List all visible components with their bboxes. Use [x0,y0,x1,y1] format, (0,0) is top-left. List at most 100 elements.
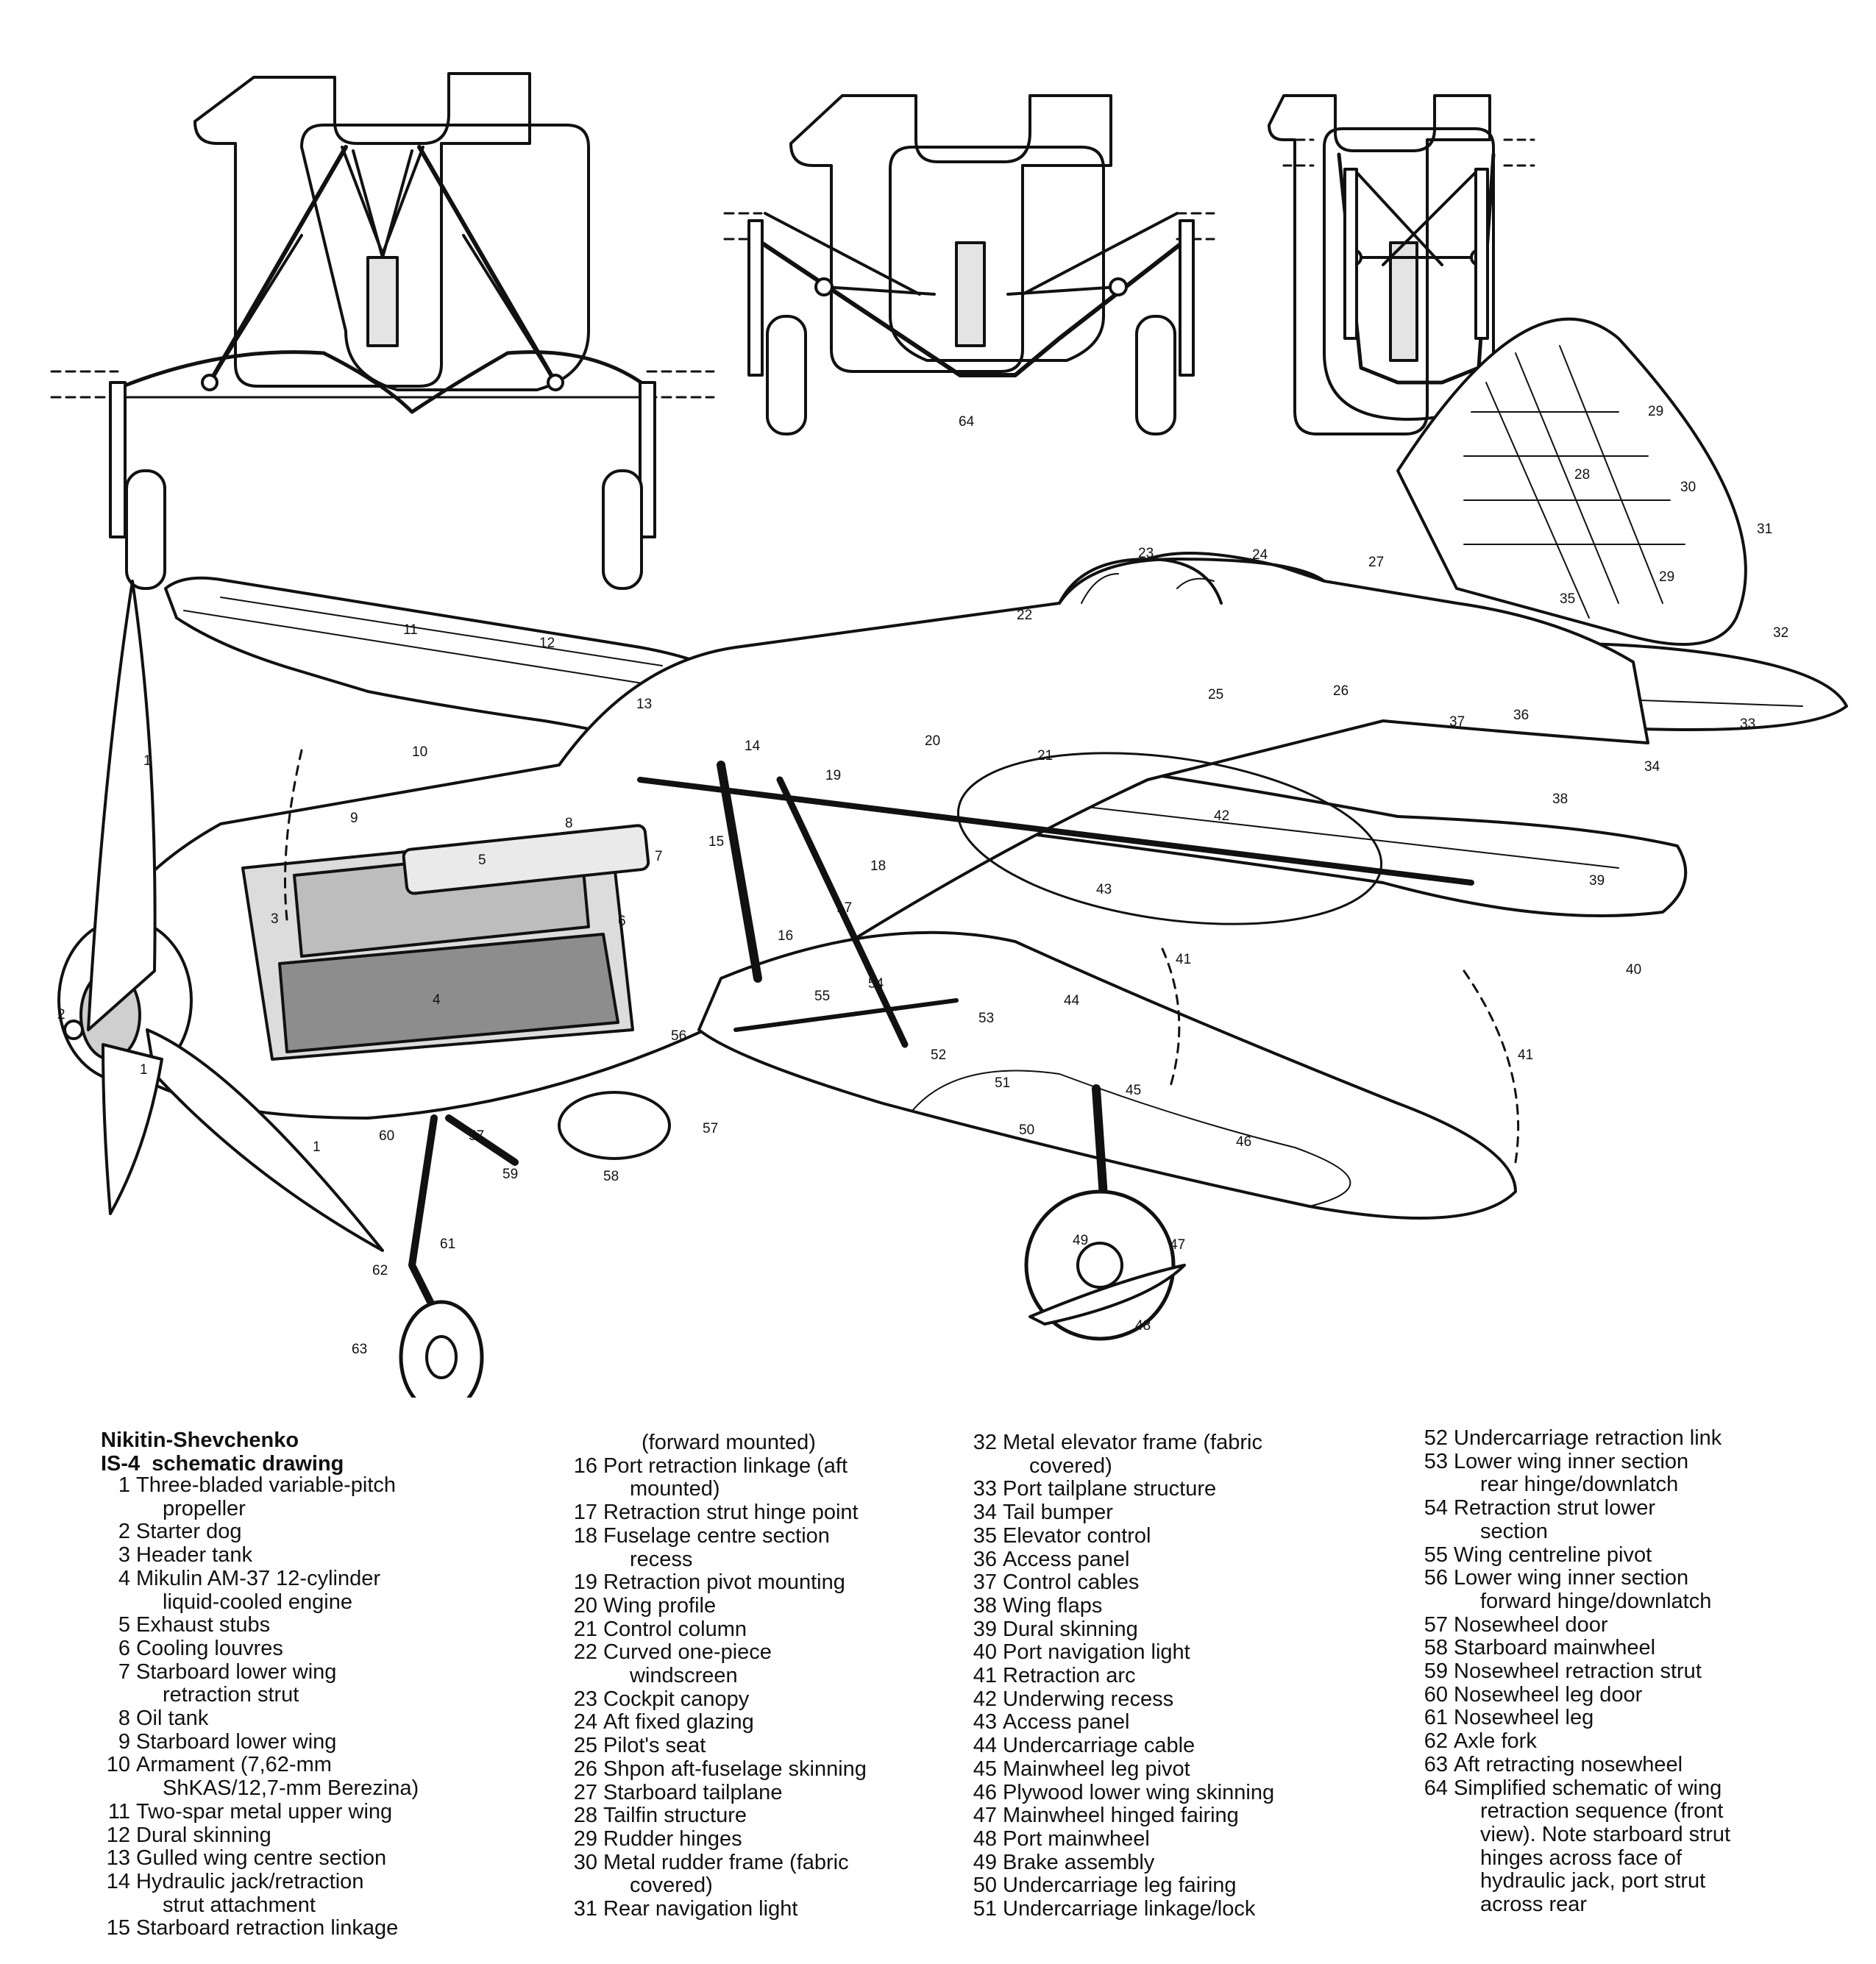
legend-item-text: Metal rudder frame (fabric [603,1850,849,1874]
legend-item-text: Oil tank [136,1707,209,1731]
legend-item-text: Wing centreline pivot [1454,1543,1652,1567]
legend-item-text: Header tank [136,1543,252,1568]
legend-item-number: 39 [973,1617,997,1641]
legend-item-number: 1 [118,1473,130,1497]
legend-item-text: Lower wing inner section [1454,1449,1689,1473]
callout-26: 26 [1333,683,1349,699]
callout-58: 58 [603,1169,619,1184]
legend-item-text: Aft fixed glazing [603,1710,754,1734]
callout-52: 52 [931,1047,946,1063]
legend-item-text: Tailfin structure [603,1804,747,1828]
callout-51: 51 [995,1075,1010,1091]
callout-59: 59 [502,1167,518,1182]
legend-item-text: Starboard tailplane [603,1780,783,1804]
legend-item-number: 40 [973,1640,997,1665]
legend-item-number: 28 [573,1804,597,1828]
callout-43: 43 [1096,882,1112,897]
legend-item-number: 25 [573,1734,597,1758]
callout-46: 46 [1236,1134,1251,1150]
legend-item-text: Port mainwheel [1003,1826,1150,1851]
legend-item-text: Undercarriage retraction link [1454,1426,1722,1450]
callout-40: 40 [1626,962,1641,978]
legend-item-continuation: propeller [163,1496,246,1520]
legend-item-number: 4 [118,1566,130,1590]
legend-item-number: 35 [973,1523,997,1548]
callout-53: 53 [978,1011,994,1026]
callout-16: 16 [778,928,793,944]
callout-1: 1 [143,753,152,769]
legend-item-number: 30 [573,1850,597,1874]
callout-19: 19 [825,768,841,783]
legend-item-number: 34 [973,1501,997,1525]
legend-item-text: Access panel [1003,1710,1130,1734]
callout-50: 50 [1019,1122,1034,1138]
callout-45: 45 [1126,1083,1141,1098]
legend-item-continuation: forward hinge/downlatch [1480,1589,1712,1613]
callout-28: 28 [1574,467,1590,483]
callout-32: 32 [1773,625,1788,641]
legend-item-text: Starboard retraction linkage [136,1916,399,1940]
legend-item-text: Starboard mainwheel [1454,1636,1656,1660]
legend-item-number: 31 [573,1897,597,1921]
callout-47: 47 [1170,1237,1185,1253]
legend-item-number: 14 [106,1869,130,1893]
callout-60: 60 [379,1128,394,1144]
legend-item-text: Dural skinning [136,1823,271,1847]
legend-item-continuation: rear hinge/downlatch [1480,1473,1679,1497]
legend-item-text: Rudder hinges [603,1826,742,1851]
legend-item-number: 48 [973,1826,997,1851]
legend-item-number: 22 [573,1640,597,1665]
callout-2: 2 [57,1007,65,1022]
legend-item-continuation: section [1480,1519,1548,1543]
legend-title-line-1: Nikitin-Shevchenko [101,1428,299,1452]
legend-item-number: 3 [118,1543,130,1568]
legend-item-text: Retraction strut lower [1454,1496,1655,1520]
legend-item-text: Fuselage centre section [603,1523,830,1548]
legend-item-text: Gulled wing centre section [136,1846,387,1871]
legend-item-number: 54 [1424,1496,1448,1520]
legend-item-number: 20 [573,1593,597,1618]
legend-item-text: Undercarriage cable [1003,1734,1195,1758]
legend-item-text: Plywood lower wing skinning [1003,1780,1275,1804]
callout-48: 48 [1135,1318,1151,1334]
legend-item-text: Starboard lower wing [136,1659,337,1684]
callout-63: 63 [352,1342,367,1357]
callout-39: 39 [1589,873,1605,889]
legend-item-continuation: mounted) [630,1477,720,1501]
callout-37: 37 [1449,714,1465,730]
legend-item-text: Retraction strut hinge point [603,1501,859,1525]
legend-item-continuation: strut attachment [163,1893,316,1917]
legend-item-number: 38 [973,1593,997,1618]
callout-62: 62 [372,1263,388,1278]
